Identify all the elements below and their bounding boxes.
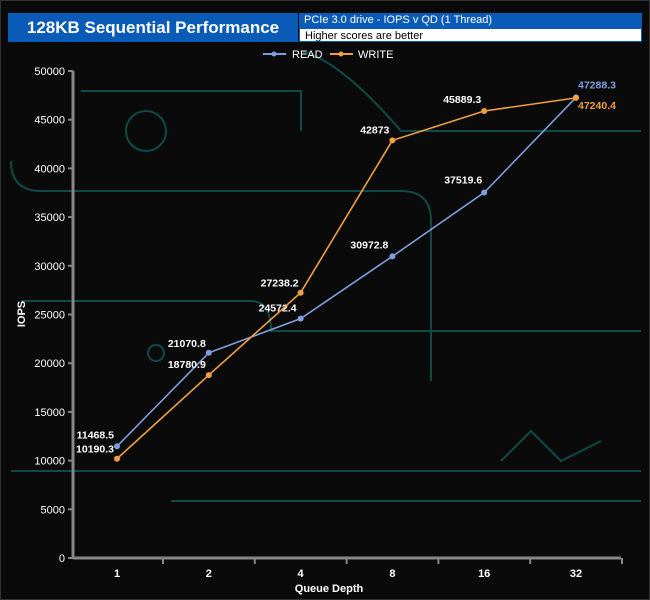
x-tick-label: 16 <box>478 568 490 580</box>
data-point-read <box>297 315 304 322</box>
data-label-write: 45889.3 <box>443 94 481 106</box>
data-point-read <box>114 443 120 450</box>
y-tick-label: 5000 <box>41 504 65 516</box>
data-point-write <box>114 455 120 462</box>
data-label-write: 10190.3 <box>76 444 114 456</box>
background-circuit <box>10 50 641 502</box>
data-point-write <box>297 289 304 296</box>
chart-note: Higher scores are better <box>299 28 642 42</box>
data-point-write <box>481 108 488 115</box>
series-line-write <box>116 97 577 460</box>
data-point-write <box>573 94 579 101</box>
y-axis-label: IOPS <box>16 301 28 327</box>
y-tick-label: 40000 <box>34 163 65 175</box>
data-label-read: 47288.3 <box>578 79 616 91</box>
data-label-read: 30972.8 <box>350 239 388 251</box>
y-tick-label: 50000 <box>34 66 65 78</box>
data-label-read: 37519.6 <box>444 175 482 187</box>
y-tick-label: 0 <box>59 553 65 565</box>
data-point-read <box>389 253 396 260</box>
x-tick-label: 4 <box>298 568 305 580</box>
data-point-write <box>205 372 212 379</box>
y-tick-label: 15000 <box>34 407 65 419</box>
data-label-write: 27238.2 <box>261 278 299 290</box>
legend-write-marker <box>338 51 344 57</box>
legend-read-marker <box>271 51 277 57</box>
x-axis-label: Queue Depth <box>295 583 364 595</box>
x-tick-label: 1 <box>114 568 120 580</box>
x-tick-label: 32 <box>570 568 582 580</box>
data-label-read: 11468.5 <box>77 429 115 441</box>
y-tick-label: 20000 <box>34 358 65 370</box>
legend: READ WRITE <box>263 49 393 61</box>
data-label-write: 47240.4 <box>578 100 616 112</box>
data-label-read: 21070.8 <box>168 338 206 350</box>
y-tick-label: 25000 <box>34 310 65 322</box>
data-point-write <box>389 137 396 144</box>
chart-subtitle: PCIe 3.0 drive - IOPS v QD (1 Thread) <box>299 13 642 28</box>
legend-write-label: WRITE <box>358 49 393 61</box>
data-point-read <box>205 349 212 356</box>
legend-read-label: READ <box>292 49 323 61</box>
data-point-read <box>481 189 488 196</box>
x-tick-label: 2 <box>206 568 212 580</box>
y-tick-label: 45000 <box>34 115 65 127</box>
data-label-write: 42873 <box>360 124 389 136</box>
data-label-write: 18780.9 <box>168 359 206 371</box>
chart-title: 128KB Sequential Performance <box>8 13 298 42</box>
series-line-read <box>116 96 577 447</box>
y-tick-label: 30000 <box>34 261 65 273</box>
x-tick-label: 8 <box>389 568 395 580</box>
y-tick-label: 10000 <box>34 456 65 468</box>
y-tick-label: 35000 <box>34 212 65 224</box>
